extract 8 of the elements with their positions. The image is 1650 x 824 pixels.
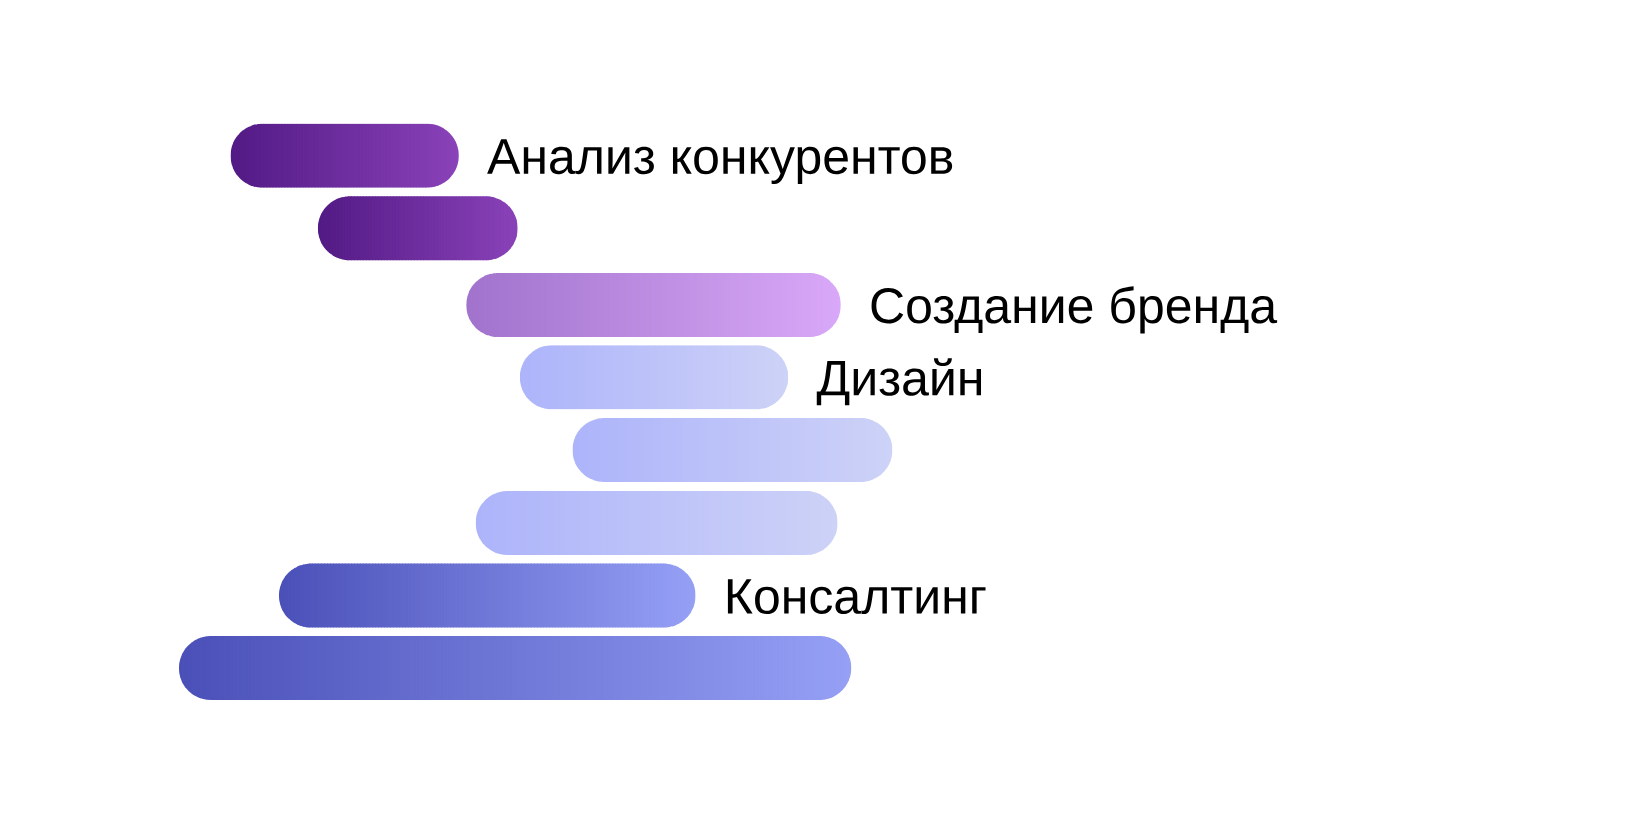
bar-label: Дизайн	[816, 358, 981, 406]
bar	[178, 636, 852, 700]
bar	[475, 491, 838, 555]
bar-label: Консалтинг	[727, 579, 986, 615]
bar	[572, 418, 893, 482]
bar-label: Создание бренда	[871, 286, 1278, 334]
bar-label: Анализ конкурентов	[487, 139, 953, 185]
bar	[317, 196, 518, 261]
